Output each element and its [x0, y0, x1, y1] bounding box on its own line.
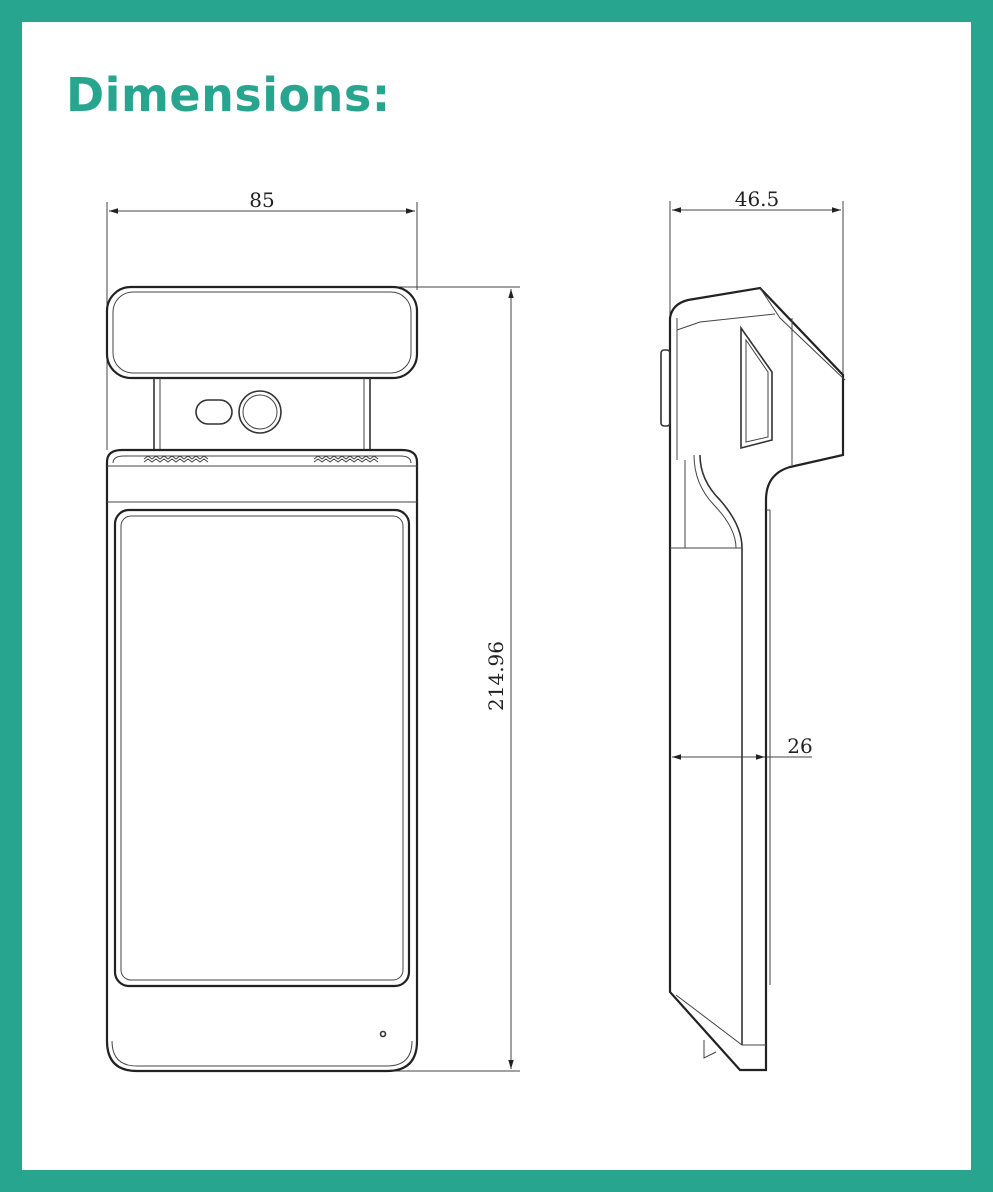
body-depth-label: 26: [787, 734, 812, 758]
display-screen: [113, 508, 411, 988]
depth-dimension: 46.5: [669, 187, 844, 378]
body-depth-dimension: 26: [672, 734, 813, 760]
front-view: 85 214.96: [105, 188, 520, 1073]
left-speaker-grille: [143, 455, 209, 460]
side-view: 46.5 26: [660, 187, 846, 1072]
page-title: Dimensions:: [66, 68, 391, 122]
front-body: [105, 448, 419, 1073]
side-button: [660, 349, 671, 427]
width-label: 85: [249, 188, 274, 212]
height-label: 214.96: [484, 641, 508, 711]
height-dimension: 214.96: [395, 286, 520, 1072]
depth-label: 46.5: [735, 187, 780, 211]
indicator-dot-icon: [379, 1030, 387, 1038]
neck-section: [153, 378, 371, 450]
camera-bar: [105, 285, 419, 380]
right-speaker-grille: [313, 455, 379, 460]
camera-lens-icon: [238, 390, 282, 434]
ir-sensor-icon: [195, 399, 233, 425]
side-profile: [660, 286, 846, 1072]
side-slot: [740, 325, 773, 450]
